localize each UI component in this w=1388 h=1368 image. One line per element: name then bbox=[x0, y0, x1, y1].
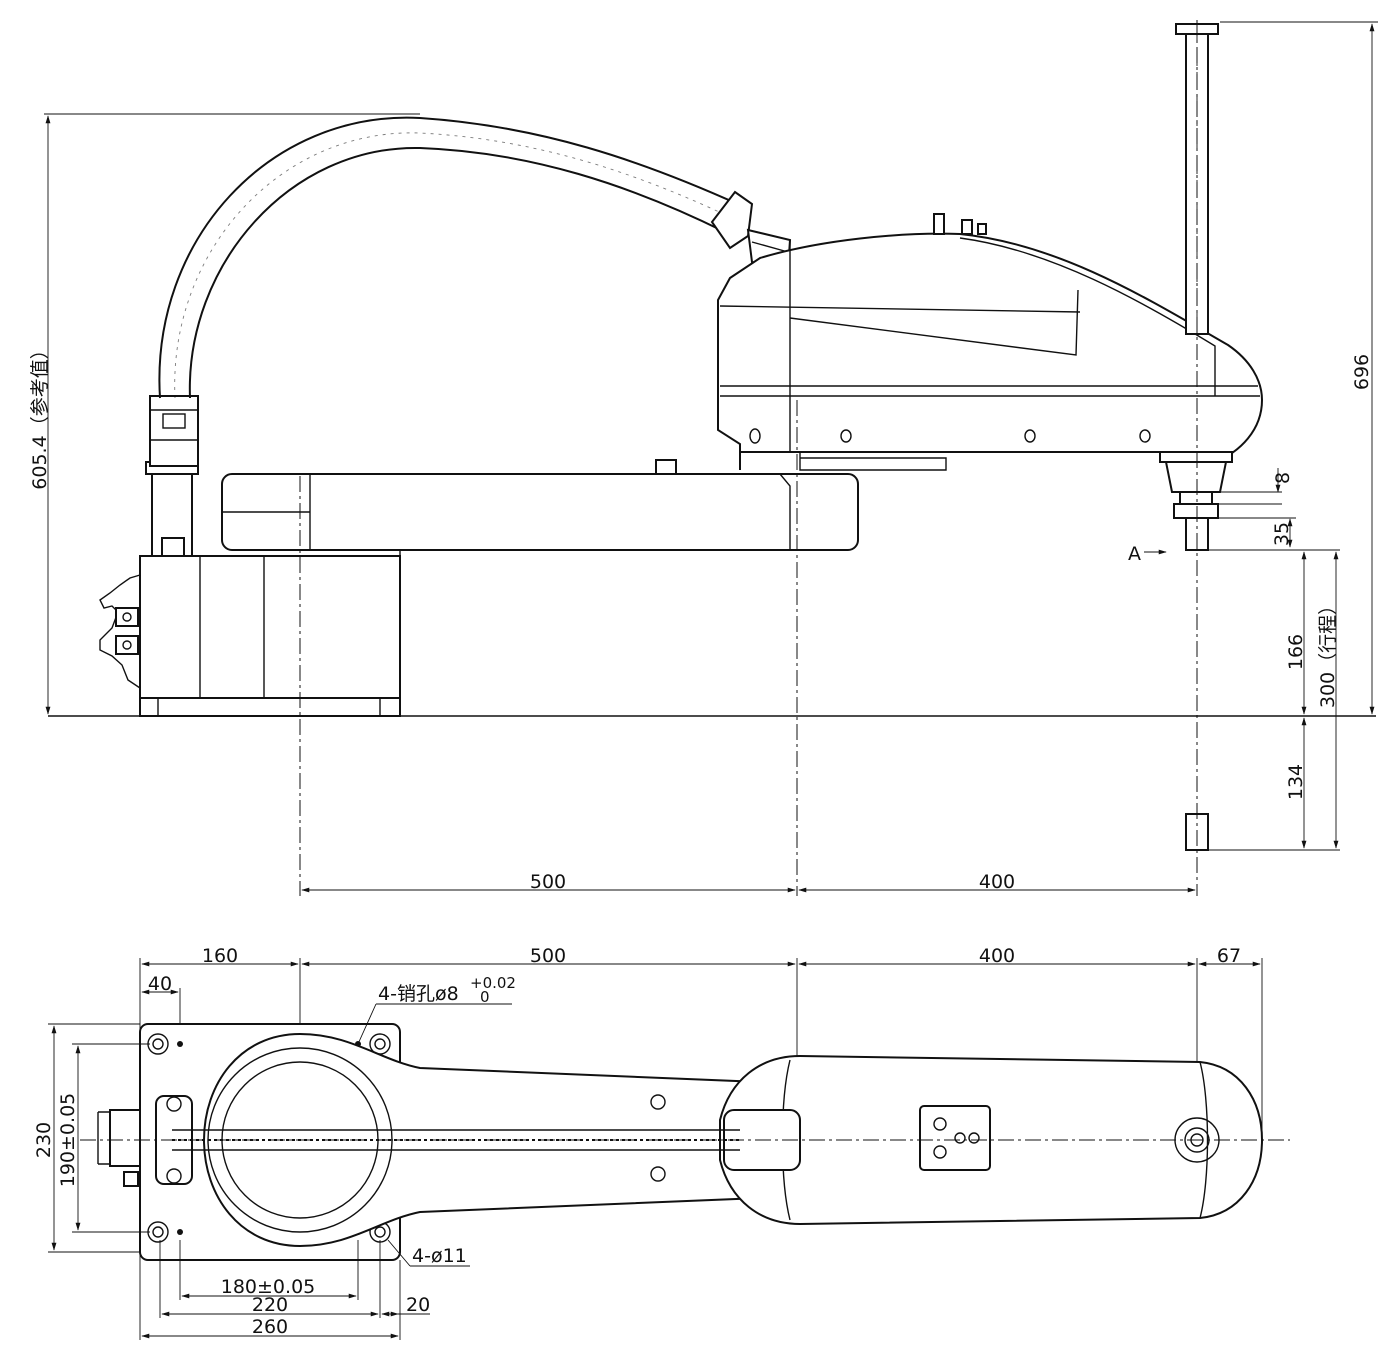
dim-width: 230 bbox=[33, 1122, 55, 1158]
arm-2-housing bbox=[717, 213, 1264, 471]
top-connector-icon bbox=[97, 1109, 141, 1187]
dim-arm1-top: 500 bbox=[530, 945, 566, 967]
base-block bbox=[139, 555, 401, 717]
dim-stroke-total: 300（行程） bbox=[1317, 596, 1339, 708]
arm-1 bbox=[221, 459, 859, 556]
dim-base-top: 160 bbox=[202, 945, 238, 967]
dim-stroke-below: 134 bbox=[1285, 764, 1307, 800]
dim-hole-spacing-h: 180±0.05 bbox=[221, 1276, 316, 1298]
dim-shaft: 35 bbox=[1271, 522, 1293, 546]
dim-total-height: 605.4（参考值） bbox=[29, 340, 51, 489]
ball-screw-spline bbox=[1159, 23, 1233, 551]
pin-tol-upper: +0.02 bbox=[470, 974, 516, 992]
dim-260: 260 bbox=[252, 1316, 288, 1338]
mount-hole-label: 4-ø11 bbox=[412, 1245, 467, 1267]
dim-arm2-side: 400 bbox=[979, 871, 1015, 893]
side-view: 605.4（参考值） 696 8 35 166 300（行程） 134 A 50… bbox=[29, 20, 1378, 896]
dim-tip-top: 67 bbox=[1217, 945, 1241, 967]
dim-flange: 8 bbox=[1272, 472, 1294, 484]
dim-20: 20 bbox=[406, 1294, 430, 1316]
dim-arm2-top: 400 bbox=[979, 945, 1015, 967]
dim-arm1-side: 500 bbox=[530, 871, 566, 893]
arm-1-top bbox=[155, 1032, 761, 1248]
dim-right-height: 696 bbox=[1351, 354, 1373, 390]
dim-hole-spacing-v: 190±0.05 bbox=[57, 1093, 79, 1188]
view-arrow-label: A bbox=[1128, 543, 1141, 565]
dim-220: 220 bbox=[252, 1294, 288, 1316]
pin-hole-label: 4-销孔ø8 bbox=[378, 983, 459, 1005]
base-connector-icon bbox=[99, 574, 141, 689]
cable-hose bbox=[158, 116, 792, 399]
top-view: 160 500 400 67 40 bbox=[33, 945, 1290, 1340]
pin-tol-lower: 0 bbox=[480, 988, 490, 1006]
dim-edge: 40 bbox=[148, 973, 172, 995]
dim-stroke-above: 166 bbox=[1285, 634, 1307, 670]
base-cable-pillar bbox=[145, 395, 199, 557]
